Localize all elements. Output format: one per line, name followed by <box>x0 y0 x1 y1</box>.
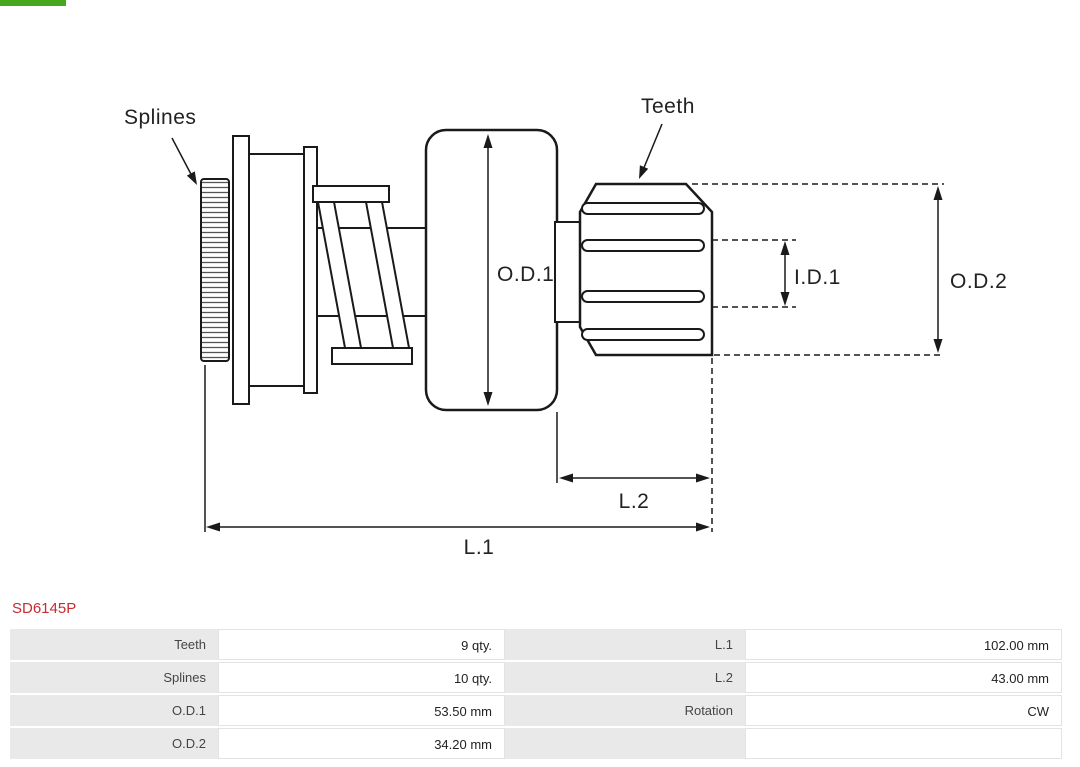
l1-arrowhead-left <box>206 522 220 532</box>
spec-label: Teeth <box>10 629 218 660</box>
spec-value: CW <box>745 695 1062 726</box>
spec-table: Teeth 9 qty. L.1 102.00 mm Splines 10 qt… <box>10 629 1062 759</box>
technical-diagram: O.D.1 O.D.2 I.D.1 L.2 L.1 Splines Teeth <box>124 95 1007 559</box>
od2-label: O.D.2 <box>950 270 1007 293</box>
spec-value <box>745 728 1062 759</box>
splines-arrowhead <box>186 171 197 185</box>
spec-value: 53.50 mm <box>218 695 505 726</box>
flange-right <box>303 146 318 394</box>
spec-label: Rotation <box>505 695 745 726</box>
spec-label: L.2 <box>505 662 745 693</box>
spring-top-bar <box>312 185 390 203</box>
od2-arrowhead-top <box>933 186 943 200</box>
l2-arrowhead-right <box>696 473 710 483</box>
id1-label: I.D.1 <box>794 266 841 289</box>
l2-label: L.2 <box>619 490 650 513</box>
starter-drive-drawing: O.D.1 O.D.2 I.D.1 L.2 L.1 Splines Teeth <box>124 95 1007 559</box>
id1-arrowhead-top <box>780 241 790 255</box>
od1-label: O.D.1 <box>497 263 554 286</box>
spec-label: O.D.2 <box>10 728 218 759</box>
od2-arrowhead-bottom <box>933 339 943 353</box>
spec-value: 10 qty. <box>218 662 505 693</box>
splines-label: Splines <box>124 106 196 129</box>
spec-value: 9 qty. <box>218 629 505 660</box>
l2-arrowhead-left <box>559 473 573 483</box>
gear-groove <box>581 239 705 252</box>
spec-label <box>505 728 745 759</box>
gear-groove <box>581 328 705 341</box>
spec-value: 102.00 mm <box>745 629 1062 660</box>
spec-value: 34.20 mm <box>218 728 505 759</box>
teeth-label: Teeth <box>641 95 695 118</box>
spline-shaft <box>200 178 230 362</box>
gear-groove <box>581 202 705 215</box>
spec-label: L.1 <box>505 629 745 660</box>
l1-label: L.1 <box>464 536 495 559</box>
spec-label: O.D.1 <box>10 695 218 726</box>
flange-left <box>232 135 250 405</box>
teeth-arrowhead <box>639 165 649 179</box>
splines-callout-line <box>171 137 194 179</box>
spring-bottom-bar <box>331 347 413 365</box>
od1-arrowhead-top <box>483 134 493 148</box>
teeth-callout-line <box>642 123 663 171</box>
logo-strip <box>0 0 66 6</box>
drive-drum <box>248 153 305 387</box>
spec-value: 43.00 mm <box>745 662 1062 693</box>
spec-label: Splines <box>10 662 218 693</box>
id1-arrowhead-bottom <box>780 292 790 306</box>
neck <box>554 221 583 323</box>
gear-groove <box>581 290 705 303</box>
part-number: SD6145P <box>12 600 77 617</box>
l1-arrowhead-right <box>696 522 710 532</box>
od1-arrowhead-bottom <box>483 392 493 406</box>
